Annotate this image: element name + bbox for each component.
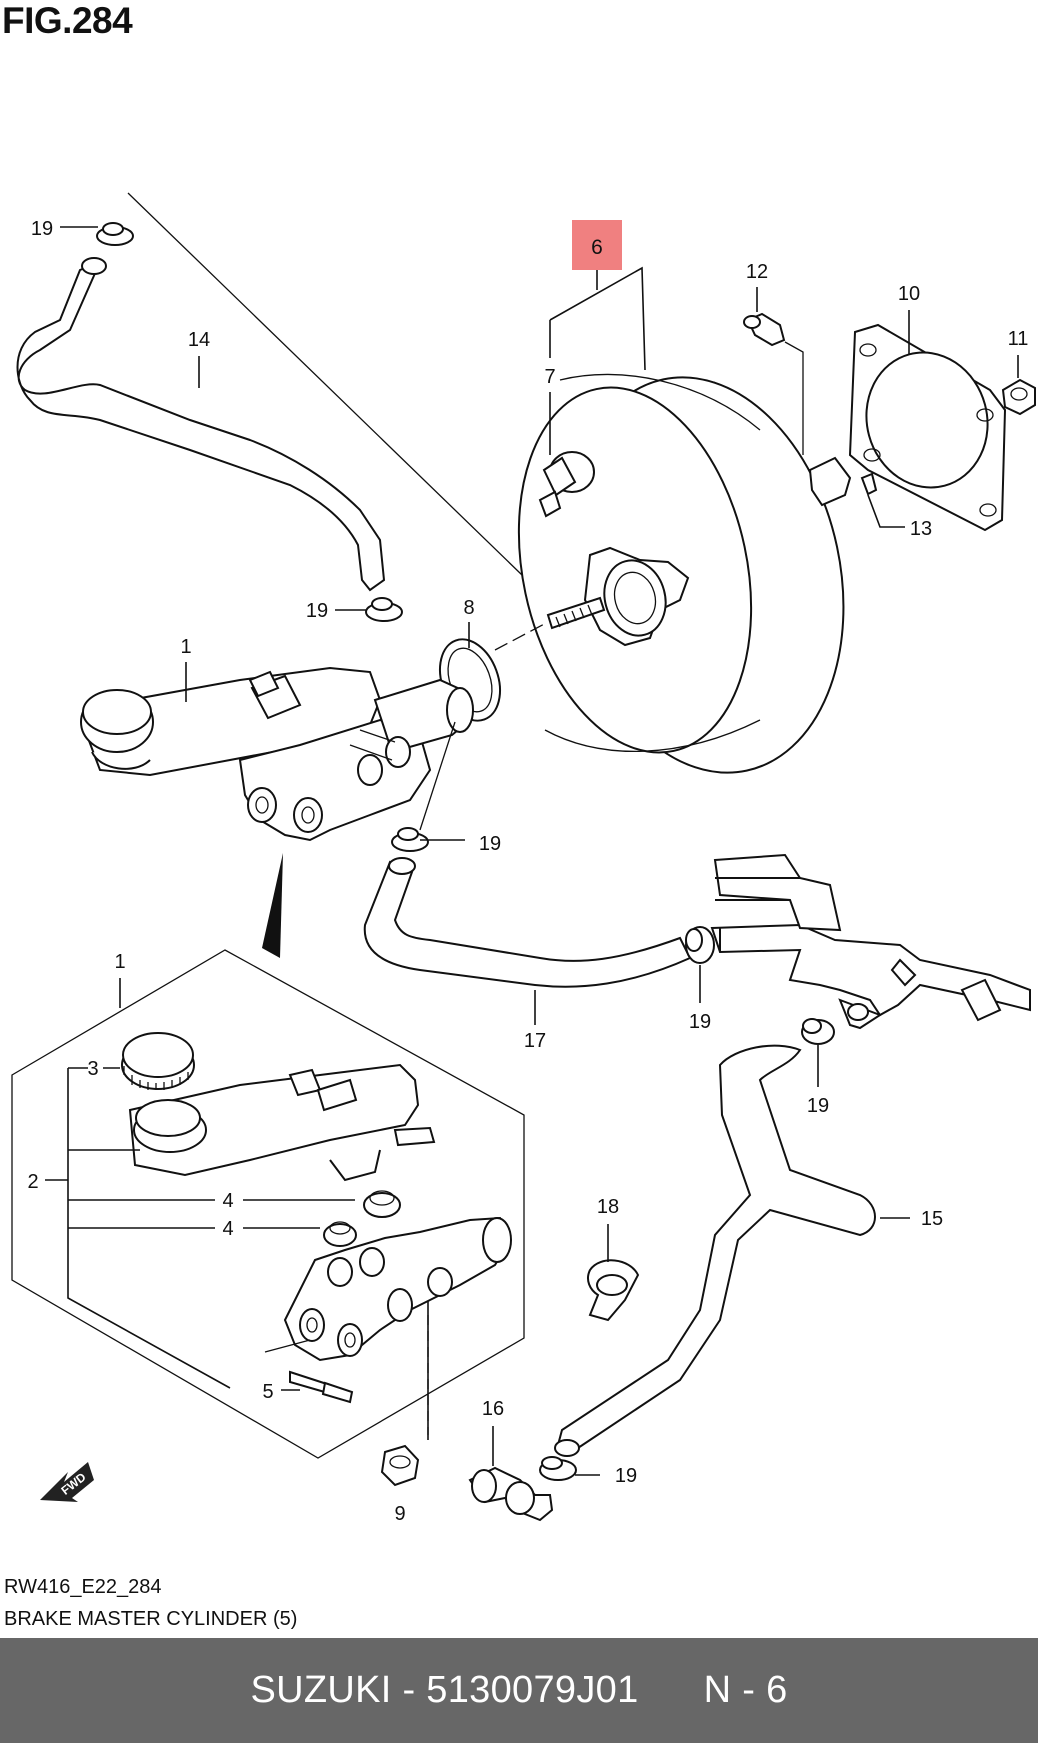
hose-clamp-19-hose14-end xyxy=(365,597,403,622)
callout-2: 2 xyxy=(27,1171,38,1193)
callout-2-bracket xyxy=(67,1067,231,1389)
callout-6-highlight xyxy=(572,220,622,270)
hose-clamp-19-bottom xyxy=(539,1456,577,1481)
figure-code: RW416_E22_284 xyxy=(4,1576,162,1598)
pipe-clamp-18 xyxy=(587,1259,640,1322)
parts-diagram: 6 7 8 1 xyxy=(11,192,1036,1525)
callout-12: 12 xyxy=(746,261,768,283)
vacuum-hose-14 xyxy=(16,257,386,592)
callout-4-upper: 4 xyxy=(222,1190,233,1212)
nut-11 xyxy=(1001,378,1036,416)
callout-3: 3 xyxy=(87,1058,98,1080)
reservoir-cap-3 xyxy=(121,1032,195,1090)
callout-19-top-left: 19 xyxy=(31,218,53,240)
callout-13: 13 xyxy=(910,518,932,540)
callout-19-right: 19 xyxy=(807,1095,829,1117)
footer-bar: SUZUKI - 5130079J01 N - 6 xyxy=(0,1638,1038,1743)
clevis-pin-12 xyxy=(743,312,786,347)
reference-line-top xyxy=(127,192,523,576)
exploded-view-frame xyxy=(11,949,525,1459)
vacuum-hose-15 xyxy=(554,1044,876,1457)
grommet-4-upper xyxy=(363,1190,401,1218)
reservoir-exploded xyxy=(128,1063,436,1182)
callout-19-middle-left: 19 xyxy=(479,833,501,855)
exploded-view-arrow xyxy=(262,853,283,958)
callout-4-lower: 4 xyxy=(222,1218,233,1240)
callout-19-hose14: 19 xyxy=(306,600,328,622)
master-cylinder-body-exploded xyxy=(283,1216,512,1362)
pin-5 xyxy=(289,1370,354,1404)
hose-clamp-19-top-left xyxy=(96,222,134,246)
clip-13 xyxy=(860,472,878,496)
footer-text: SUZUKI - 5130079J01 N - 6 xyxy=(250,1669,787,1712)
hose-clamp-19-hose17-start xyxy=(391,827,429,852)
callout-6-leader xyxy=(549,266,646,371)
footer-position: N - 6 xyxy=(703,1669,788,1711)
callout-18: 18 xyxy=(597,1196,619,1218)
callout-19-bottom: 19 xyxy=(615,1465,637,1487)
grommet-4-lower xyxy=(323,1221,357,1247)
callout-8: 8 xyxy=(463,597,474,619)
callout-5: 5 xyxy=(262,1381,273,1403)
plug-9 xyxy=(380,1444,420,1487)
gasket-10 xyxy=(848,323,1007,532)
callout-17: 17 xyxy=(524,1030,546,1052)
callout-11: 11 xyxy=(1008,328,1029,350)
callout-6: 6 xyxy=(591,236,603,259)
hose-clamp-19-hose17-end xyxy=(685,926,715,964)
footer-separator: - xyxy=(402,1669,416,1711)
forward-direction-arrow: FWD xyxy=(40,1462,94,1502)
footer-brand: SUZUKI xyxy=(250,1669,392,1711)
footer-part-number: 5130079J01 xyxy=(426,1669,639,1711)
master-cylinder-assembly-1 xyxy=(80,666,474,842)
check-valve-7 xyxy=(538,451,595,518)
callout-15: 15 xyxy=(921,1208,943,1230)
callout-10: 10 xyxy=(898,283,920,305)
callout-1-top: 1 xyxy=(180,636,191,658)
figure-name: BRAKE MASTER CYLINDER (5) xyxy=(4,1608,298,1630)
hose-clamp-19-hose15-top xyxy=(801,1018,835,1045)
callout-9: 9 xyxy=(394,1503,405,1525)
clevis-bracket xyxy=(808,456,852,507)
callout-16: 16 xyxy=(482,1398,504,1420)
brake-booster-6 xyxy=(517,373,845,774)
callout-19-middle: 19 xyxy=(689,1011,711,1033)
callout-7: 7 xyxy=(544,366,555,388)
callout-1-exploded: 1 xyxy=(114,951,125,973)
callout-14: 14 xyxy=(188,329,210,351)
vacuum-hose-17 xyxy=(363,857,692,988)
connector-16 xyxy=(468,1466,554,1522)
vacuum-pipe-assembly xyxy=(710,853,1031,1030)
figure-title: FIG.284 xyxy=(2,0,133,41)
